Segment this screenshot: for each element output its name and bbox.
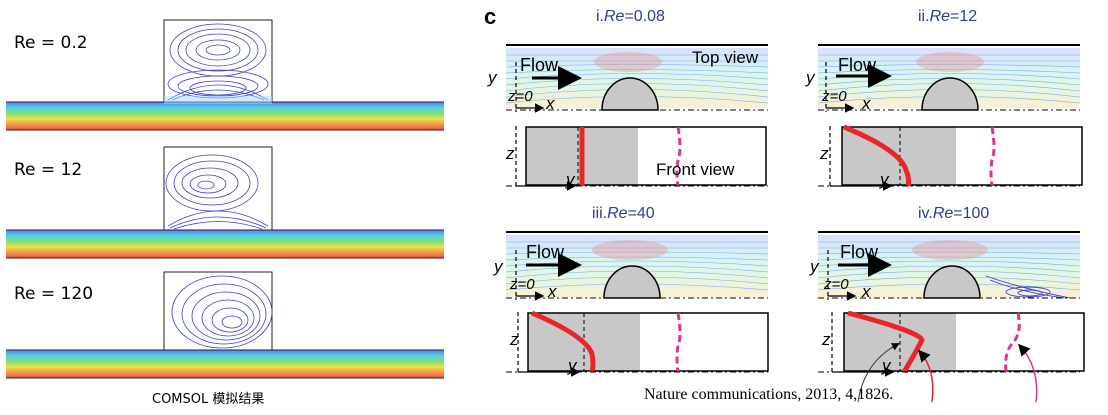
- panel-i-top-axis-x: x: [546, 94, 555, 113]
- panel-letter: c: [484, 4, 497, 29]
- panel-iii-flow-label: Flow: [526, 242, 565, 262]
- left-caption: COMSOL 模拟结果: [152, 392, 265, 407]
- panel-ii-top-axis-z0: z=0: [822, 88, 847, 105]
- panel-iii-top-axis-x: x: [548, 282, 557, 301]
- panel-i-flow-label: Flow: [520, 55, 559, 75]
- panel-c-diagrams: [505, 44, 1085, 403]
- panel-iv-title: iv.Re=100: [918, 205, 990, 222]
- sim-1-streamlines: [6, 19, 444, 131]
- panel-iii-front-axis-y: y: [568, 356, 577, 375]
- panel-iv-flow-label: Flow: [840, 242, 879, 262]
- panel-i-title: i.Re=0.08: [596, 8, 665, 25]
- panel-iv-front-view: [818, 310, 1085, 403]
- panel-ii-flow-label: Flow: [838, 55, 877, 75]
- panel-ii-title: ii.Re=12: [918, 8, 978, 25]
- sim-2-streamlines: [6, 146, 444, 259]
- panel-ii-top-axis-y: y: [806, 68, 815, 87]
- panel-iii-front-axis-z: z: [510, 330, 519, 349]
- sim-2-label: Re = 12: [14, 160, 83, 180]
- panel-iv-top-axis-z0: z=0: [824, 276, 849, 293]
- panel-iii-top-axis-y: y: [494, 257, 503, 276]
- sim-3-streamlines: [6, 271, 444, 379]
- panel-iii-front-view: [506, 310, 769, 377]
- panel-iii-top-axis-z0: z=0: [510, 276, 535, 293]
- panel-i-front-axis-y: y: [566, 170, 575, 189]
- sim-1-label: Re = 0.2: [14, 33, 88, 53]
- panel-iii-top-view: [505, 231, 769, 301]
- panel-iv-front-axis-y: y: [882, 356, 891, 375]
- panel-i-top-view: [505, 44, 769, 113]
- comsol-simulations: [6, 19, 444, 379]
- panel-ii-front-view: [818, 124, 1083, 191]
- panel-i-front-axis-z: z: [506, 144, 515, 163]
- panel-iv-top-view: [817, 231, 1081, 301]
- top-view-label: Top view: [692, 48, 759, 67]
- panel-ii-top-view: [817, 44, 1081, 113]
- panel-i-front-view: [506, 126, 768, 191]
- sim-3-label: Re = 120: [14, 284, 94, 304]
- panel-ii-front-axis-y: y: [880, 170, 889, 189]
- panel-i-top-axis-z0: z=0: [508, 88, 533, 105]
- panel-iv-top-axis-x: x: [862, 282, 871, 301]
- panel-iv-front-axis-z: z: [822, 330, 831, 349]
- citation: Nature communications, 2013, 4,1826.: [644, 386, 894, 403]
- panel-ii-front-axis-z: z: [820, 144, 829, 163]
- panel-iii-title: iii.Re=40: [592, 205, 655, 222]
- front-view-label: Front view: [656, 160, 735, 179]
- panel-i-top-axis-y: y: [488, 68, 497, 87]
- panel-iv-top-axis-y: y: [810, 257, 819, 276]
- panel-ii-top-axis-x: x: [862, 94, 871, 113]
